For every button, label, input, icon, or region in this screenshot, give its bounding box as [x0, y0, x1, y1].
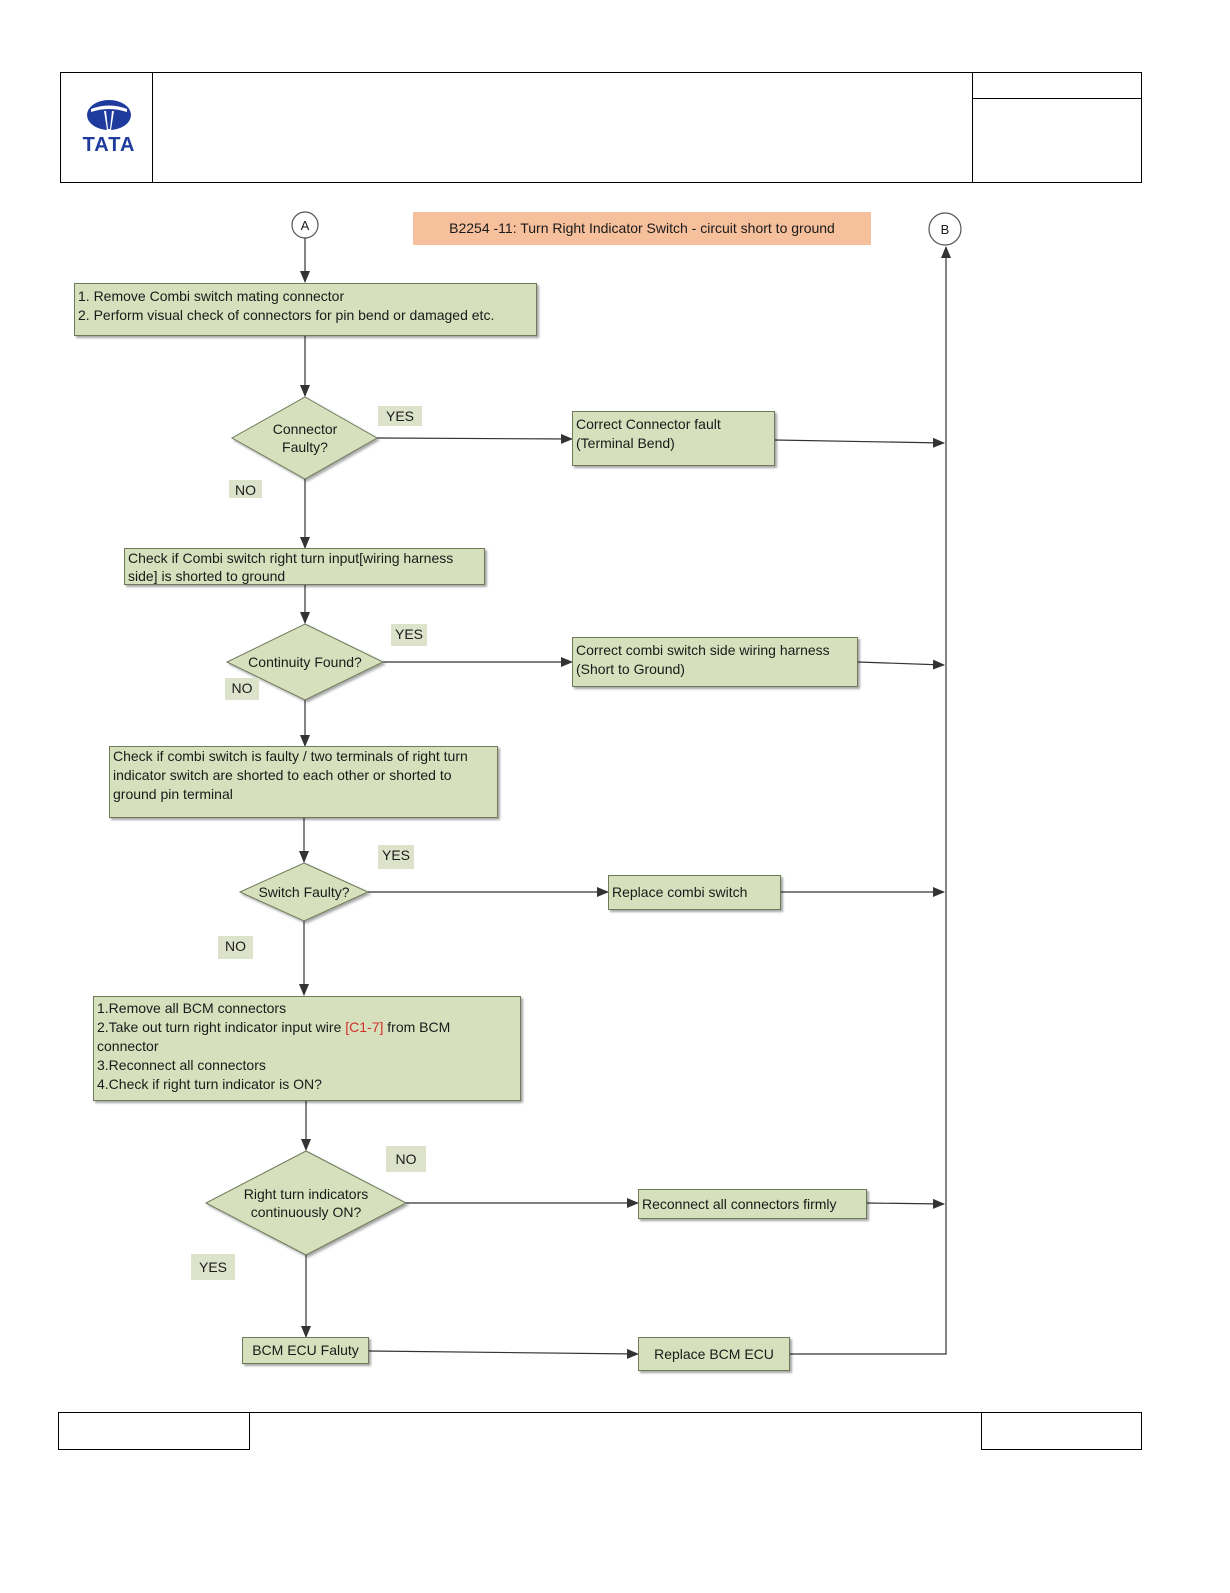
tata-logo: TATA — [78, 98, 140, 158]
step4-line2: 2.Take out turn right indicator input wi… — [97, 1018, 517, 1037]
tata-logo-wordmark: TATA — [82, 134, 136, 156]
label-yes-3: YES — [378, 845, 414, 869]
tata-logo-icon — [87, 100, 131, 130]
decision-continuity-found: Continuity Found? — [248, 654, 362, 670]
header-frame — [60, 72, 1142, 183]
label-yes-4: YES — [191, 1254, 235, 1280]
fix-reconnect-connectors: Reconnect all connectors firmly — [638, 1189, 867, 1219]
step2-line2: side] is shorted to ground — [128, 568, 286, 584]
step3-line3: ground pin terminal — [113, 786, 233, 802]
header-divider-horizontal — [972, 98, 1142, 99]
step4-line2-start: 2.Take out turn right indicator input wi… — [97, 1019, 346, 1035]
connector-a-label: A — [300, 217, 310, 233]
step3-line2: indicator switch are shorted to each oth… — [113, 767, 452, 783]
fix-replace-bcm-ecu: Replace BCM ECU — [638, 1337, 790, 1371]
footer-line — [250, 1412, 981, 1413]
step-bcm-connector-check: 1.Remove all BCM connectors 2.Take out t… — [93, 996, 521, 1101]
decision-connector-faulty: Connector Faulty? — [272, 421, 338, 455]
bcm-wire-code: [C1-7] — [345, 1019, 384, 1035]
step4-line2-end: from BCM — [383, 1019, 451, 1035]
step4-line5: 4.Check if right turn indicator is ON? — [97, 1076, 322, 1092]
header-divider-right — [972, 72, 973, 183]
diagram-title: B2254 -11: Turn Right Indicator Switch -… — [413, 212, 871, 245]
footer-cell-left — [58, 1412, 250, 1450]
fix2-line1: Correct combi switch side wiring harness — [576, 642, 830, 658]
footer-cell-right — [981, 1412, 1142, 1450]
label-no-3: NO — [218, 936, 253, 959]
step-remove-combi-connector: 1. Remove Combi switch mating connector … — [74, 283, 537, 336]
label-no-2: NO — [225, 678, 259, 700]
label-yes-2: YES — [391, 624, 427, 646]
result-bcm-ecu-faulty: BCM ECU Faluty — [242, 1337, 369, 1364]
step4-line1: 1.Remove all BCM connectors — [97, 1000, 287, 1016]
fix-replace-combi-switch: Replace combi switch — [608, 875, 781, 910]
header-divider-left — [152, 72, 153, 183]
label-no-4: NO — [386, 1146, 426, 1172]
step4-line3: connector — [97, 1038, 159, 1054]
fix-correct-connector-fault: Correct Connector fault (Terminal Bend) — [572, 411, 775, 466]
step1-line1: 1. Remove Combi switch mating connector — [78, 288, 345, 304]
decision-right-turn-on: Right turn indicators continuously ON? — [243, 1186, 369, 1220]
step1-line2: 2. Perform visual check of connectors fo… — [78, 307, 495, 323]
fix1-line2: (Terminal Bend) — [576, 435, 675, 451]
step-check-combi-input-short: Check if Combi switch right turn input[w… — [124, 548, 485, 585]
step-check-combi-switch-faulty: Check if combi switch is faulty / two te… — [109, 746, 498, 818]
label-yes-1: YES — [378, 406, 422, 426]
connector-b-label: B — [940, 221, 950, 237]
connector-b-circle — [928, 212, 962, 246]
fix-correct-wiring-harness: Correct combi switch side wiring harness… — [572, 637, 858, 687]
decision-switch-faulty: Switch Faulty? — [258, 884, 350, 900]
step4-line4: 3.Reconnect all connectors — [97, 1057, 266, 1073]
fix1-line1: Correct Connector fault — [576, 416, 721, 432]
step2-line1: Check if Combi switch right turn input[w… — [128, 550, 454, 566]
step3-line1: Check if combi switch is faulty / two te… — [113, 748, 468, 764]
fix2-line2: (Short to Ground) — [576, 661, 685, 677]
label-no-1: NO — [229, 480, 262, 498]
